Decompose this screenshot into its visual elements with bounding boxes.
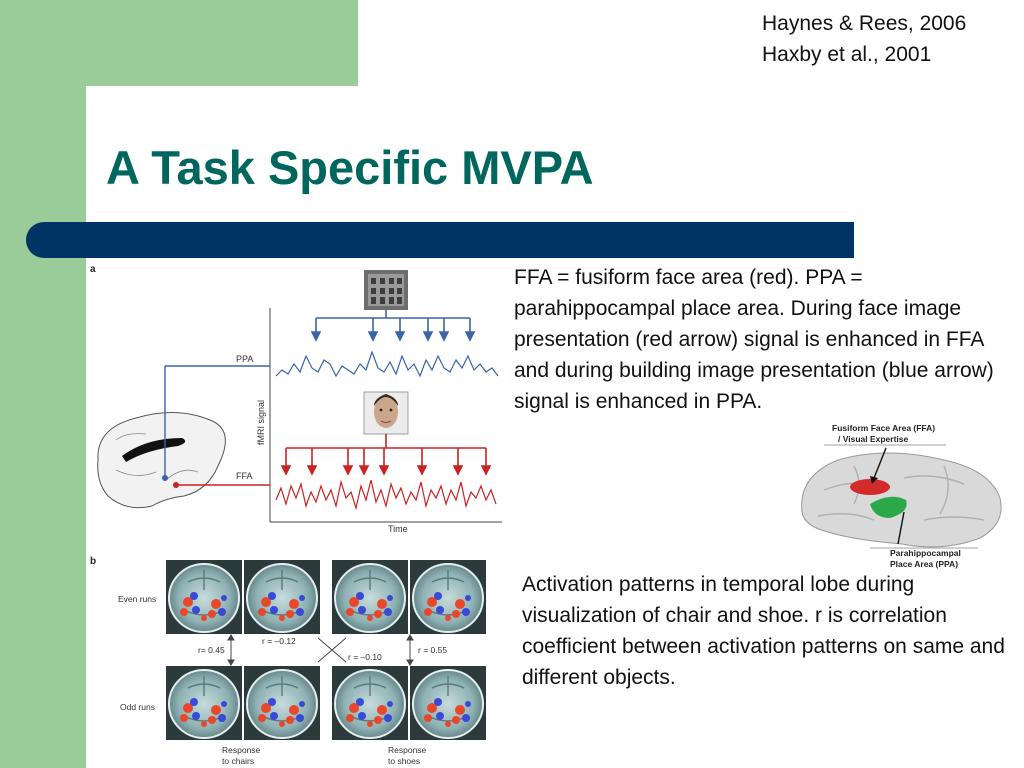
figure-b-panel-label: b	[90, 556, 96, 567]
citation: Haynes & Rees, 2006 Haxby et al., 2001	[762, 8, 966, 70]
ppa-signal-trace	[275, 350, 499, 378]
correlation-arrows	[227, 634, 414, 666]
even-runs-label: Even runs	[118, 594, 156, 604]
building-image	[364, 270, 408, 310]
description-bottom: Activation patterns in temporal lobe dur…	[522, 573, 1005, 689]
ffa-inset-label-1: Fusiform Face Area (FFA)	[832, 423, 935, 433]
response-chairs-2: to chairs	[222, 756, 254, 766]
r-shoes: r = 0.55	[418, 645, 447, 655]
green-side-strip	[0, 0, 86, 768]
building-stimulus-arrows	[310, 310, 476, 342]
response-chairs-1: Response	[222, 745, 261, 755]
slide-content-area	[86, 86, 1024, 768]
ffa-inset-label-2: / Visual Expertise	[838, 434, 909, 444]
ffa-region	[850, 479, 890, 495]
figure-a-panel-label: a	[90, 264, 96, 275]
description-top: FFA = fusiform face area (red). PPA = pa…	[514, 266, 994, 413]
green-top-block	[0, 0, 358, 86]
figure-b: b Even runs Odd runs r= 0.45 r = –0.12 r…	[90, 556, 487, 766]
even-runs-scans	[165, 559, 487, 635]
response-shoes-2: to shoes	[388, 756, 420, 766]
brain-inset: Fusiform Face Area (FFA) / Visual Expert…	[801, 423, 1002, 569]
figure-a: a PPA	[90, 264, 502, 534]
face-stimulus-arrows	[280, 434, 492, 476]
ppa-label: PPA	[236, 354, 253, 364]
odd-runs-scans	[165, 665, 487, 741]
ffa-signal-trace	[275, 479, 497, 511]
ppa-region	[870, 496, 907, 518]
citation-line-1: Haynes & Rees, 2006	[762, 12, 967, 35]
r-chairs: r= 0.45	[198, 645, 225, 655]
slide-title: A Task Specific MVPA	[106, 141, 594, 194]
figure-a-axes	[269, 308, 502, 523]
face-image	[363, 391, 409, 435]
ffa-label: FFA	[236, 471, 253, 481]
r-cross-2: r = –0.10	[348, 652, 382, 662]
ppa-inset-label-2: Place Area (PPA)	[890, 559, 958, 569]
odd-runs-label: Odd runs	[120, 702, 155, 712]
x-axis-label: Time	[388, 524, 408, 534]
response-shoes-1: Response	[388, 745, 427, 755]
r-cross-1: r = –0.12	[262, 636, 296, 646]
y-axis-label: fMRI signal	[256, 400, 266, 445]
region-connectors	[162, 365, 270, 488]
ppa-inset-label-1: Parahippocampal	[890, 548, 961, 558]
title-underline-bar	[26, 222, 854, 258]
brain-sagittal-sketch	[97, 411, 226, 509]
citation-line-2: Haxby et al., 2001	[762, 43, 932, 66]
